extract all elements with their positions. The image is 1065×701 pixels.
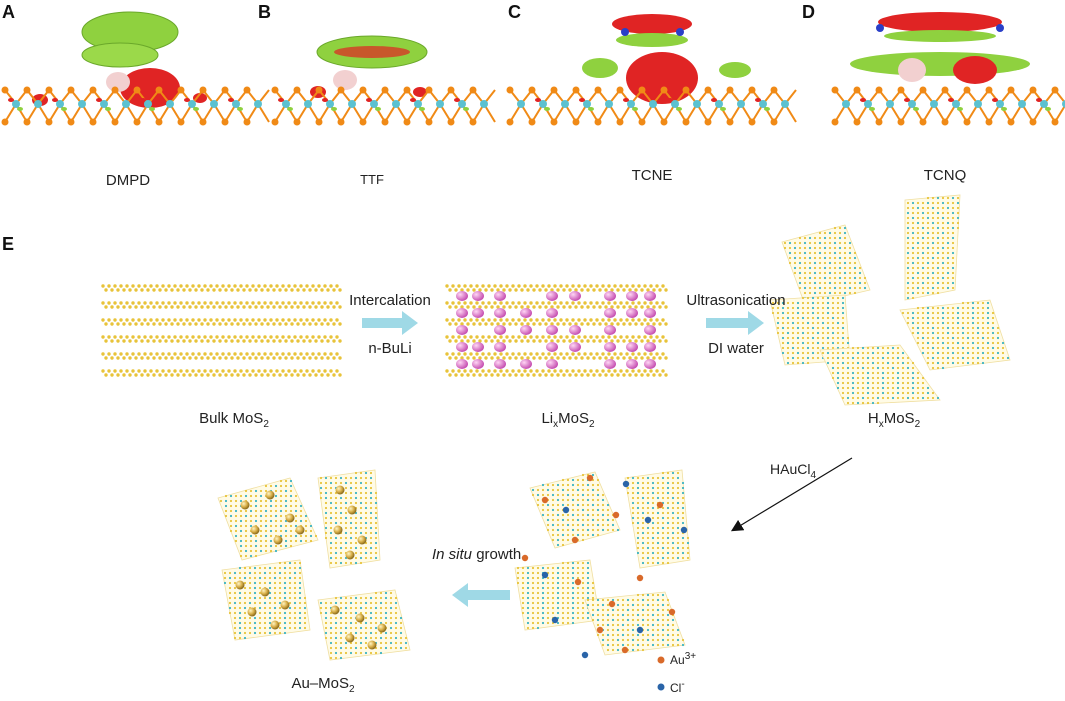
panel-letter-a: A: [2, 2, 15, 22]
bulk-mos2-stack: [101, 284, 342, 377]
in-situ-growth-arrow: [452, 583, 510, 607]
panel-d-structure: [831, 12, 1065, 126]
lixmos2-label: LixMoS2: [541, 410, 595, 430]
panel-c-structure: [506, 14, 797, 126]
au-mos2-flakes: [217, 469, 411, 661]
hxmos2-flakes: [769, 194, 1011, 406]
step2-top-label: Ultrasonication: [686, 292, 786, 309]
in-situ-growth-label: In situ growth: [432, 546, 522, 563]
panel-letter-e: E: [2, 234, 15, 254]
haucl4-label: HAuCl4: [770, 461, 817, 481]
legend-au-dot: [657, 656, 665, 664]
panel-letter-c: C: [508, 2, 521, 22]
ion-flakes: [514, 469, 691, 659]
panel-a-structure: [1, 11, 270, 126]
legend-cl-dot: [657, 683, 665, 691]
panel-letter-b: B: [258, 2, 271, 22]
intercalation-arrow: [362, 311, 418, 335]
molecule-label-tcne: TCNE: [631, 167, 673, 184]
panel-b-structure: [271, 35, 496, 126]
bulk-mos2-label: Bulk MoS2: [199, 410, 269, 430]
ultrasonication-arrow: [706, 311, 764, 335]
step1-bottom-label: n-BuLi: [368, 340, 412, 357]
lixmos2-stack: [445, 284, 668, 377]
step2-bottom-label: DI water: [708, 340, 764, 357]
step1-top-label: Intercalation: [349, 292, 431, 309]
molecule-label-tcnq: TCNQ: [923, 167, 967, 184]
hxmos2-label: HxMoS2: [867, 410, 921, 430]
legend-au-label: Au3+: [670, 651, 697, 667]
au-mos2-label: Au–MoS2: [291, 675, 355, 695]
molecule-label-ttf: TTF: [360, 172, 384, 187]
molecule-label-dmpd: DMPD: [105, 172, 151, 189]
hauclu4-arrow: [730, 457, 853, 532]
panel-letter-d: D: [802, 2, 815, 22]
legend-cl-label: Cl-: [670, 679, 685, 695]
